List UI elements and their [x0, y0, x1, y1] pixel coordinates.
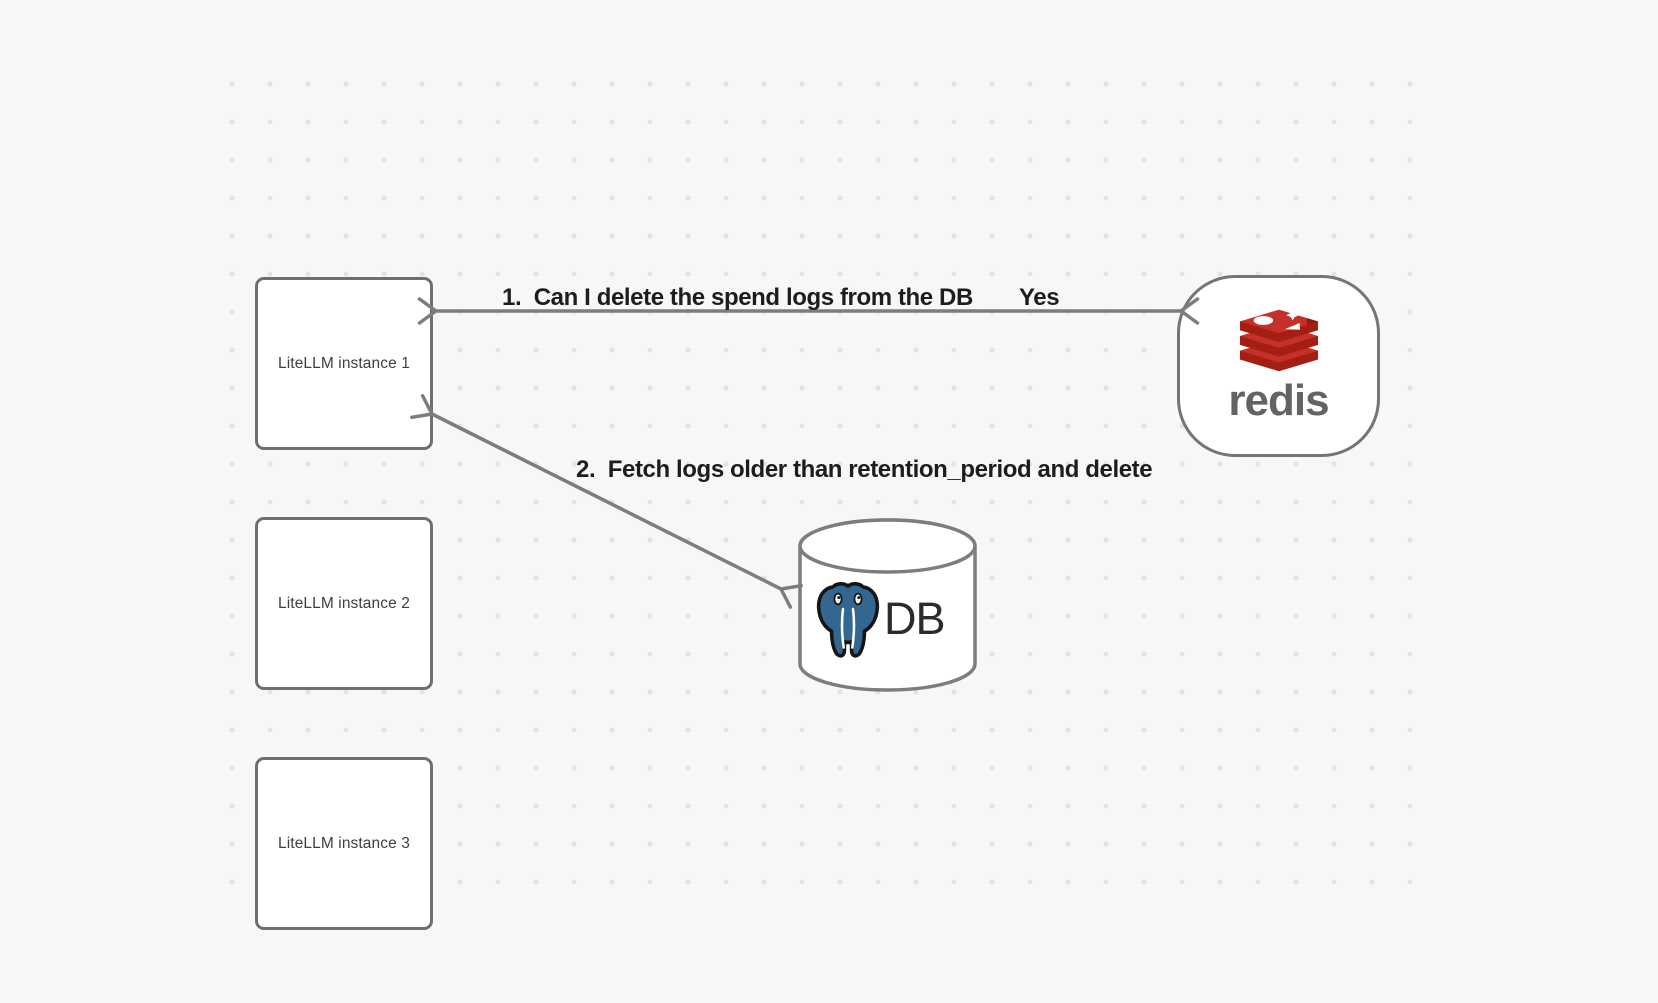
redis-wordmark: redis: [1228, 376, 1329, 425]
litellm-instance-2-label: LiteLLM instance 2: [278, 594, 410, 612]
edge1-label: 1. Can I delete the spend logs from the …: [502, 284, 973, 311]
db-label: DB: [884, 593, 946, 644]
redis-logo-icon: [1238, 309, 1320, 378]
litellm-instance-3-label: LiteLLM instance 3: [278, 834, 410, 852]
litellm-instance-1-node[interactable]: LiteLLM instance 1: [255, 277, 433, 450]
litellm-instance-2-node[interactable]: LiteLLM instance 2: [255, 517, 433, 690]
redis-node[interactable]: redis: [1177, 275, 1380, 457]
litellm-instance-3-node[interactable]: LiteLLM instance 3: [255, 757, 433, 930]
postgresql-logo-icon: [812, 579, 884, 664]
litellm-instance-1-label: LiteLLM instance 1: [278, 354, 410, 372]
edge1-response-label: Yes: [1019, 284, 1060, 311]
edge2-label: 2. Fetch logs older than retention_perio…: [576, 456, 1153, 483]
